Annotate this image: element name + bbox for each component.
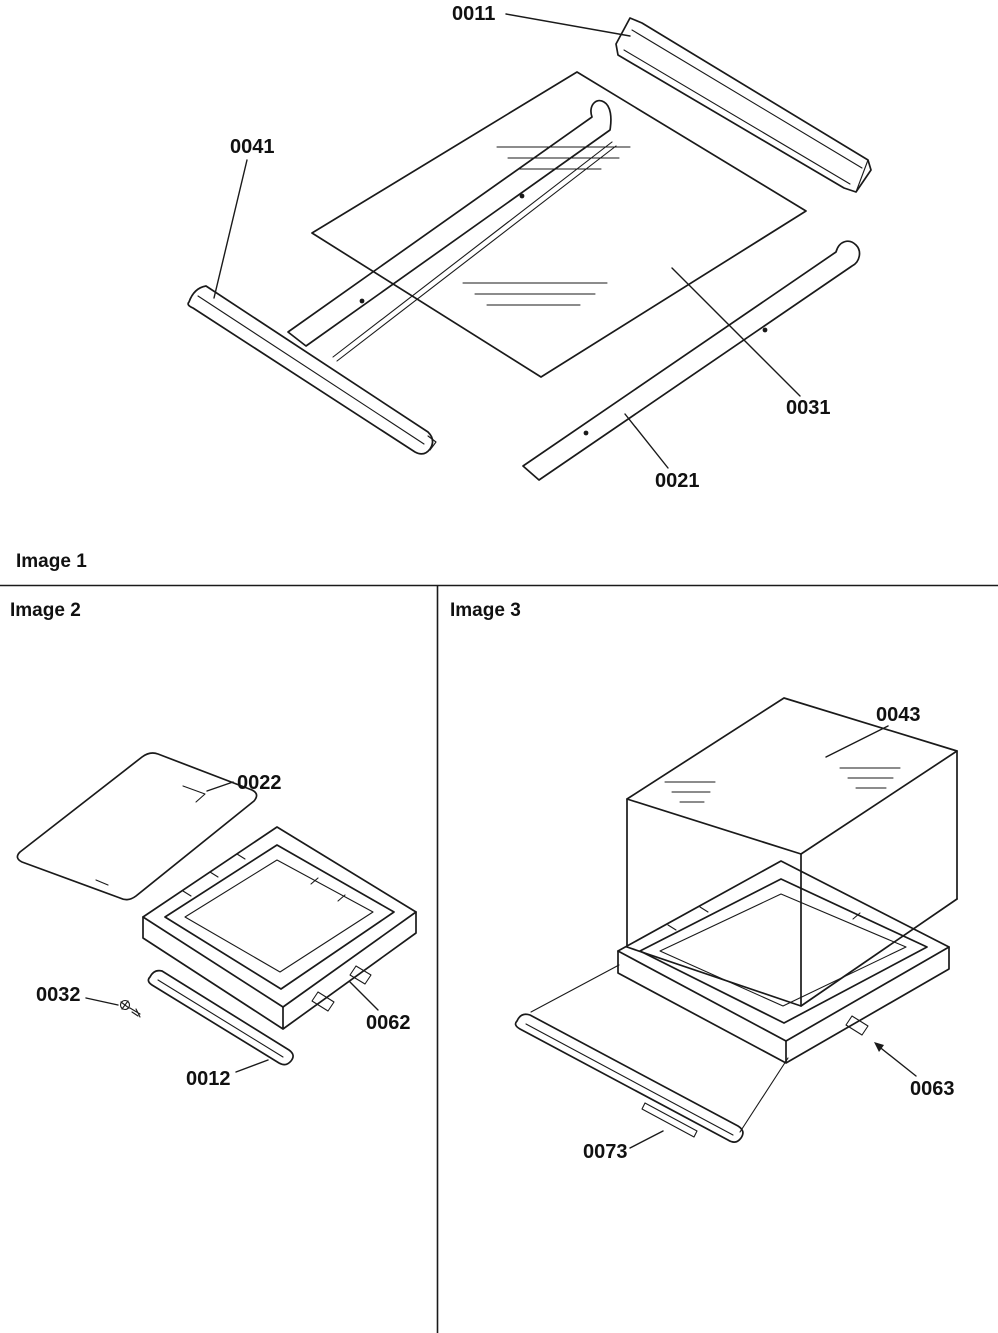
callout-0032-label: 0032: [36, 984, 81, 1006]
cover-vertical-edges: [626, 750, 958, 1007]
frame3-ticks: [667, 906, 861, 931]
frame2-depth: [142, 911, 417, 1030]
callout-0043-leader: [825, 725, 889, 758]
glass-shelf-outline: [311, 71, 807, 378]
callout-0041-label: 0041: [230, 136, 275, 158]
callout-0073-label: 0073: [583, 1141, 628, 1163]
left-rail-hole-1: [519, 193, 525, 199]
frame2-inner-rim: [164, 844, 395, 990]
callout-0062-leader: [349, 981, 379, 1011]
screw-cross: [120, 1000, 130, 1010]
part-glass-cover: [626, 697, 958, 1007]
part-support-rod: [332, 141, 617, 362]
callout-0032: 0032: [36, 984, 119, 1006]
front-trim-edge-line: [197, 295, 425, 445]
callout-0032-leader: [85, 997, 119, 1006]
callout-0043-label: 0043: [876, 704, 921, 726]
section-label-image-1: Image 1: [16, 551, 87, 572]
frame2-foot-1: [311, 991, 335, 1012]
callout-0012-label: 0012: [186, 1068, 231, 1090]
part-left-side-rail: [287, 99, 612, 347]
callout-0022: 0022: [206, 772, 282, 794]
part-shelf-frame-2: [142, 826, 417, 1030]
glass-hatch-center: [462, 282, 608, 306]
part-glass-insert: [16, 752, 258, 901]
callout-0031-label: 0031: [786, 397, 831, 419]
part-right-side-rail: [522, 240, 861, 481]
trim2-outline: [147, 969, 294, 1066]
rear-trim-outline: [615, 17, 872, 193]
trim3-assembly-line-2: [739, 1057, 789, 1133]
section-label-image-2: Image 2: [10, 600, 81, 621]
callout-0073: 0073: [583, 1130, 664, 1163]
trim3-edge-line: [525, 1023, 734, 1136]
left-rail-outline: [287, 99, 612, 347]
callout-0063: 0063: [874, 1042, 955, 1100]
part-screw: [119, 999, 141, 1018]
part-rear-trim-rail: [615, 17, 872, 193]
callout-0011-label: 0011: [452, 3, 495, 25]
callout-0073-leader: [629, 1130, 664, 1149]
callout-0012: 0012: [186, 1059, 269, 1090]
callout-0021: 0021: [624, 413, 700, 492]
callout-0022-label: 0022: [237, 772, 282, 794]
glass-insert-notch: [182, 785, 206, 803]
frame3-opening: [659, 893, 907, 1007]
callout-0031: 0031: [671, 267, 831, 419]
callout-0011: 0011: [452, 3, 631, 37]
callout-0062-label: 0062: [366, 1012, 411, 1034]
frame3-outer: [617, 860, 950, 1042]
frame2-foot-2: [349, 965, 372, 985]
front-trim-end-detail: [427, 435, 437, 451]
callout-0011-leader: [505, 13, 631, 37]
screw-shaft: [129, 1007, 141, 1018]
right-rail-outline: [522, 240, 861, 481]
part-front-trim-bar: [187, 285, 437, 455]
trim3-slot: [641, 1102, 698, 1138]
callout-0062: 0062: [349, 981, 411, 1034]
callout-0063-arrowhead: [874, 1042, 884, 1052]
part-shelf-frame-3: [617, 860, 950, 1064]
screw-head: [119, 999, 131, 1011]
trim3-assembly-line-1: [530, 964, 620, 1013]
trim3-outline: [514, 1013, 744, 1143]
right-rail-hole-1: [583, 430, 589, 436]
cover-bottom-edges: [626, 898, 958, 1007]
frame2-ticks: [182, 853, 346, 902]
cover-hatch-left: [664, 781, 716, 803]
part-glass-shelf: [311, 71, 807, 378]
right-rail-hole-2: [762, 327, 768, 333]
part-front-trim-strip-2: [147, 969, 294, 1066]
trim2-edge-line: [157, 979, 284, 1058]
frame2-opening: [184, 859, 374, 973]
frame2-outer: [142, 826, 417, 1008]
callout-0021-leader: [624, 413, 669, 469]
rear-trim-endcap: [855, 159, 869, 193]
glass-insert-outline: [16, 752, 258, 901]
callout-0063-label: 0063: [910, 1078, 955, 1100]
cover-hatch-right: [839, 767, 901, 789]
left-rail-hole-2: [359, 298, 365, 304]
callout-0041-leader: [213, 159, 248, 299]
front-trim-outline: [187, 285, 434, 455]
callout-0063-leader: [876, 1044, 917, 1077]
section-label-image-3: Image 3: [450, 600, 521, 621]
frame3-inner-rim: [639, 878, 928, 1024]
section-image-3: Image 3: [450, 600, 958, 1163]
callout-0012-leader: [235, 1059, 269, 1073]
callout-0022-leader: [206, 781, 234, 792]
callout-0043: 0043: [825, 704, 921, 758]
section-image-1: 0011 0041 0031 0021 Image 1: [16, 3, 872, 572]
rear-trim-edge-line-1: [623, 49, 851, 185]
frame3-foot: [845, 1015, 869, 1036]
callout-0041: 0041: [213, 136, 275, 299]
callout-0021-label: 0021: [655, 470, 700, 492]
glass-insert-thickness: [95, 879, 109, 886]
rear-trim-edge-line-2: [631, 29, 863, 169]
section-image-2: Image 2: [10, 600, 417, 1090]
part-front-trim-strip-3: [514, 964, 789, 1143]
callout-0031-leader: [671, 267, 801, 397]
